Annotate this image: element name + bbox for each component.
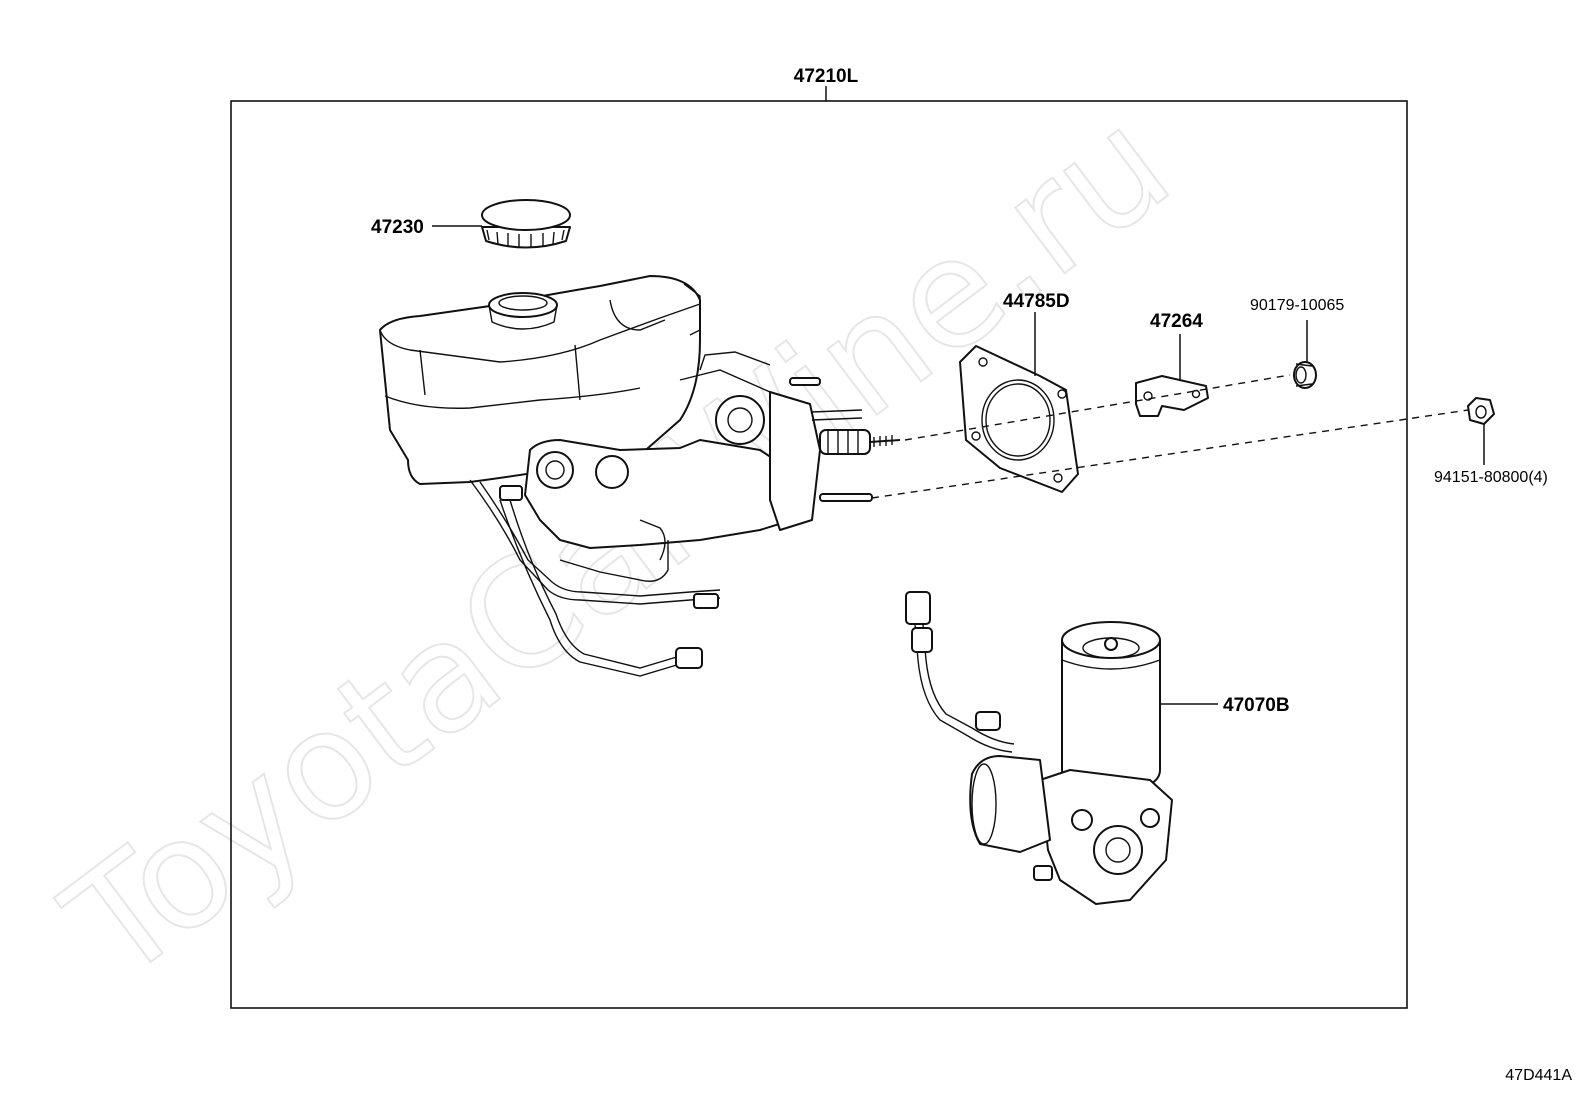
bushing-label[interactable]: 90179-10065: [1250, 297, 1344, 314]
bushing-part[interactable]: [1293, 361, 1317, 389]
pump-motor-part[interactable]: [905, 591, 1173, 905]
install-line-bracket: [904, 374, 1291, 441]
diagram-code: 47D441A: [1505, 1067, 1572, 1084]
nut-label[interactable]: 94151-80800(4): [1434, 469, 1548, 486]
gasket-label[interactable]: 44785D: [1003, 291, 1070, 312]
bracket-part[interactable]: [1135, 375, 1209, 417]
assembly-label[interactable]: 47210L: [794, 66, 859, 87]
flange-nut-part[interactable]: [1467, 397, 1495, 425]
bracket-label[interactable]: 47264: [1150, 311, 1203, 332]
pump-label[interactable]: 47070B: [1223, 695, 1290, 716]
assembly-frame: [230, 100, 1408, 1009]
cap-label[interactable]: 47230: [371, 217, 424, 238]
gasket-part[interactable]: [959, 345, 1079, 493]
master-cylinder-assembly[interactable]: [379, 275, 901, 677]
install-line-nut: [871, 409, 1469, 499]
reservoir-cap-part[interactable]: [481, 199, 571, 249]
